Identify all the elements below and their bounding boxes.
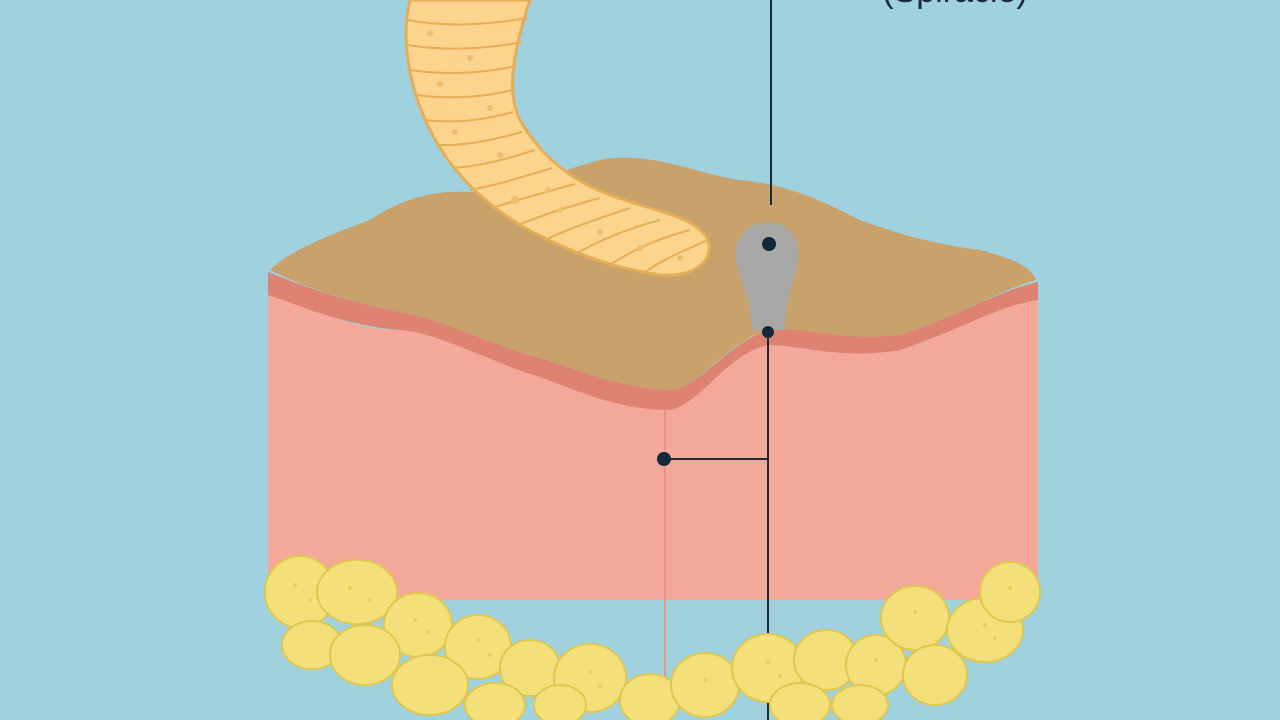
fat-layer (264, 555, 1041, 720)
fat-cell (464, 682, 526, 720)
larva (404, 0, 711, 277)
fat-speckles (293, 583, 1012, 688)
dermis-pointer-dot (657, 452, 671, 466)
fat-cell (391, 654, 469, 716)
fat-cell (902, 644, 968, 706)
larva-body (404, 0, 711, 277)
spiracle-pointer-dot (762, 237, 776, 251)
larva-segments (406, 17, 709, 273)
fat-cell (979, 561, 1041, 623)
fat-cell (329, 624, 401, 686)
fat-cell (880, 585, 950, 651)
skin-block (268, 288, 1038, 600)
fat-cell (769, 682, 831, 720)
opening-pointer-dot (762, 326, 774, 338)
fat-cell (533, 684, 587, 720)
skin-rim (268, 272, 1038, 410)
fat-cell (670, 652, 740, 718)
fat-cell (831, 684, 889, 720)
fat-cell (316, 559, 398, 625)
larva-spots (427, 30, 683, 261)
spiracle-opening (735, 222, 799, 330)
spiracle-label: (Spiracle) (882, 0, 1027, 10)
